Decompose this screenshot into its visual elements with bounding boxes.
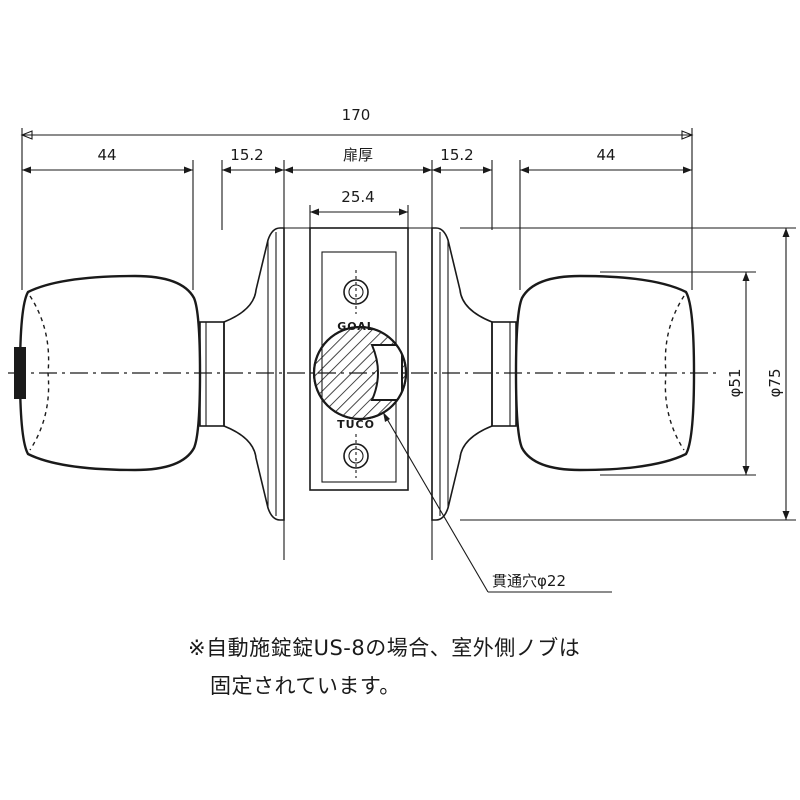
dimension-overall: 170: [20, 106, 694, 170]
rose-right-length-label: 15.2: [440, 146, 473, 164]
knob-diameter-label: φ51: [726, 369, 744, 398]
rose-diameter-label: φ75: [766, 369, 784, 398]
right-collar: [491, 321, 517, 427]
note-line-2: 固定されています。: [210, 674, 401, 698]
knob-right-length-label: 44: [596, 146, 615, 164]
dimension-backset: 25.4: [309, 188, 409, 230]
knob-left-length-label: 44: [97, 146, 116, 164]
stamp-bottom: TUCO: [337, 418, 375, 431]
right-rose: [431, 227, 493, 521]
overall-length-label: 170: [342, 106, 371, 124]
backset-width-label: 25.4: [341, 188, 374, 206]
left-rose: [223, 227, 285, 521]
left-collar: [199, 321, 225, 427]
dimension-diameters: φ51 φ75: [460, 227, 796, 521]
screw-hole-top: [343, 270, 369, 314]
note-line-1: ※自動施錠錠US-8の場合、室外側ノブは: [188, 636, 581, 660]
door-thickness-label: 扉厚: [343, 146, 373, 164]
rose-left-length-label: 15.2: [230, 146, 263, 164]
screw-hole-bottom: [343, 434, 369, 478]
through-hole-label: 貫通穴φ22: [492, 572, 566, 590]
through-hole-callout: 貫通穴φ22: [382, 411, 612, 593]
